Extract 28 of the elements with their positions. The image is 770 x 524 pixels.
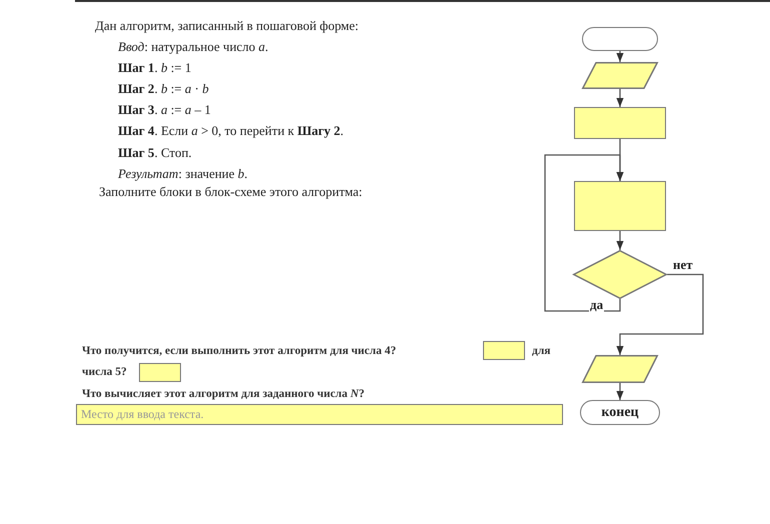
text-input-field: Место для ввода текста. (76, 404, 563, 425)
step-line: Шаг 5. Стоп. (118, 145, 192, 161)
arrow (544, 154, 624, 312)
step-line: Шаг 2. b := a · b (118, 81, 209, 97)
intro-text: Дан алгоритм, записанный в пошаговой форме: (95, 18, 359, 34)
question-text: Что получится, если выполнить этот алгоритм для числа 4? (82, 344, 396, 359)
step-line: Шаг 3. a := a – 1 (118, 102, 211, 118)
question-text: для (532, 344, 550, 359)
arrow (616, 89, 624, 107)
input-line: Ввод: натуральное число a. (118, 39, 268, 55)
terminator-label: конец (601, 404, 639, 420)
arrow (616, 231, 624, 250)
arrow (616, 51, 624, 62)
process-box (574, 107, 666, 139)
decision-diamond (573, 250, 667, 299)
terminator-shape (582, 27, 658, 51)
process-box (574, 181, 666, 231)
io-parallelogram (582, 355, 658, 383)
io-parallelogram (582, 62, 658, 89)
step-line: Шаг 4. Если a > 0, то перейти к Шагу 2. (118, 123, 344, 139)
terminator-shape (580, 400, 660, 425)
question-text: Что вычисляет этот алгоритм для заданного числа N? (82, 387, 364, 402)
question-text: числа 5? (82, 365, 127, 380)
step-line: Шаг 1. b := 1 (118, 60, 192, 76)
arrow (616, 383, 624, 400)
result-line: Результат: значение b. (118, 166, 248, 182)
instruction-text: Заполните блоки в блок-схеме этого алгоритма: (99, 184, 362, 200)
arrow (616, 274, 704, 355)
